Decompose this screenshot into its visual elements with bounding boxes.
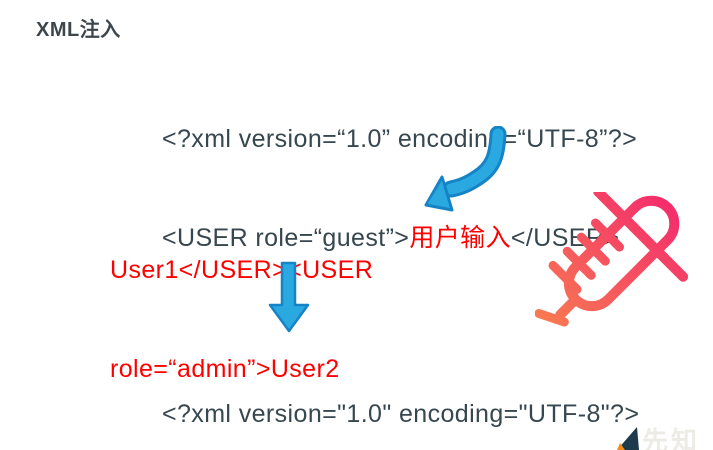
code-line: <USER role=“guest”>用户输入</USER> [162,222,637,255]
code-segment: 用户输入 [409,224,511,252]
watermark: 先知 [615,424,713,450]
code-segment: role=“admin”>User2 [110,355,340,383]
page-title: XML注入 [36,19,121,41]
watermark-logo-icon [617,427,639,450]
curved-arrow-icon [424,126,507,212]
code-segment: <?xml version="1.0" encoding="UTF-8"?> [162,400,640,428]
code-line: <?xml version=“1.0” encoding=“UTF-8”?> [162,123,637,156]
code-segment: <USER role=“guest”> [162,224,410,252]
code-block-injected-payload: User1</USER><USER role=“admin”>User2 [110,188,373,450]
watermark-label: 先知 [642,426,701,450]
code-line: <?xml version="1.0" encoding="UTF-8"?> [162,399,639,430]
syringe-icon [535,192,689,327]
code-segment: <?xml version=“1.0” encoding=“UTF-8”?> [162,125,638,153]
code-line: role=“admin”>User2 [110,353,373,386]
code-block-result-xml: <?xml version="1.0" encoding="UTF-8"?> <… [162,337,639,450]
code-segment: User1</USER><USER [110,256,374,284]
down-arrow-icon [268,261,310,333]
code-block-original-xml: <?xml version=“1.0” encoding=“UTF-8”?> <… [162,57,637,321]
code-line: User1</USER><USER [110,254,373,287]
